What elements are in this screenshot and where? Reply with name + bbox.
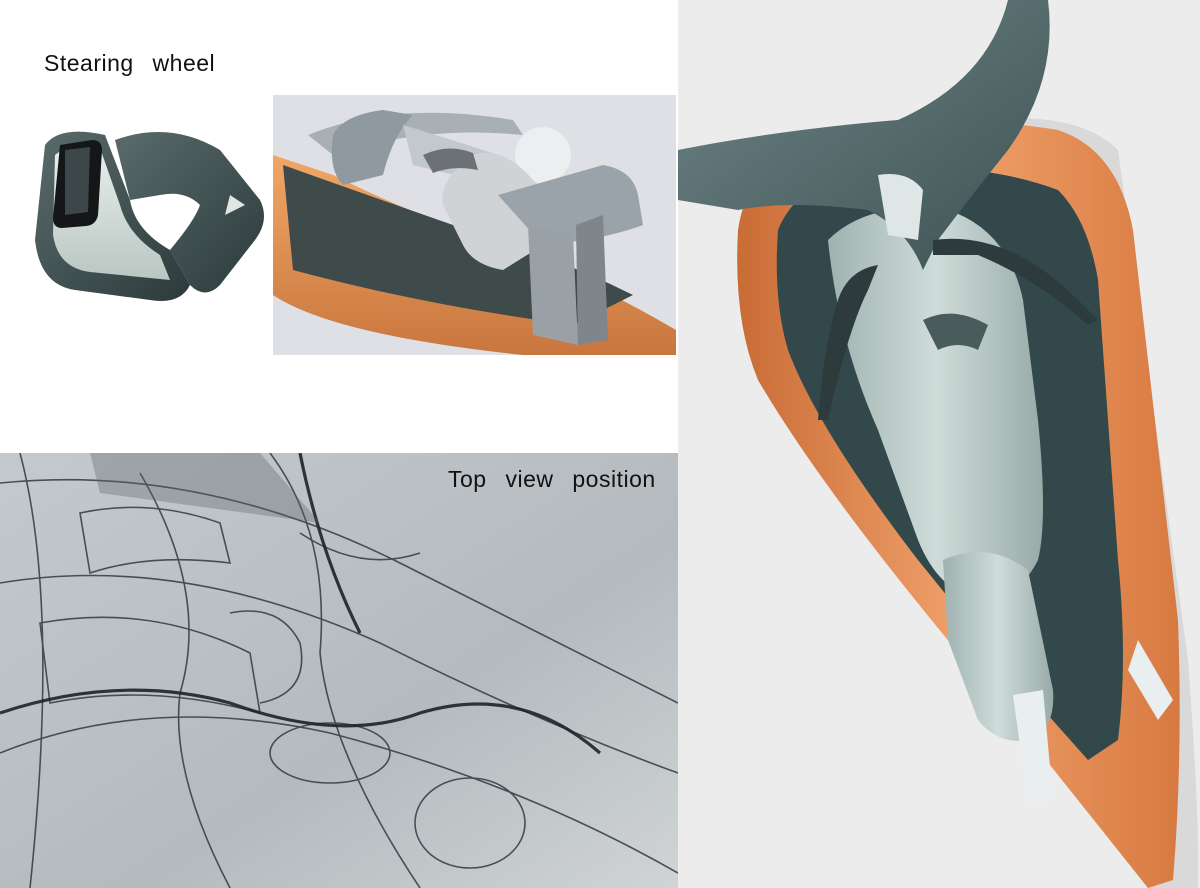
cockpit-sketch [0, 453, 678, 888]
top-view-label: Top view position [448, 466, 656, 492]
cockpit-render [273, 95, 676, 355]
steering-wheel-label: Stearing wheel [44, 50, 216, 76]
steering-wheel-render [20, 120, 270, 310]
top-view-render [678, 0, 1200, 888]
